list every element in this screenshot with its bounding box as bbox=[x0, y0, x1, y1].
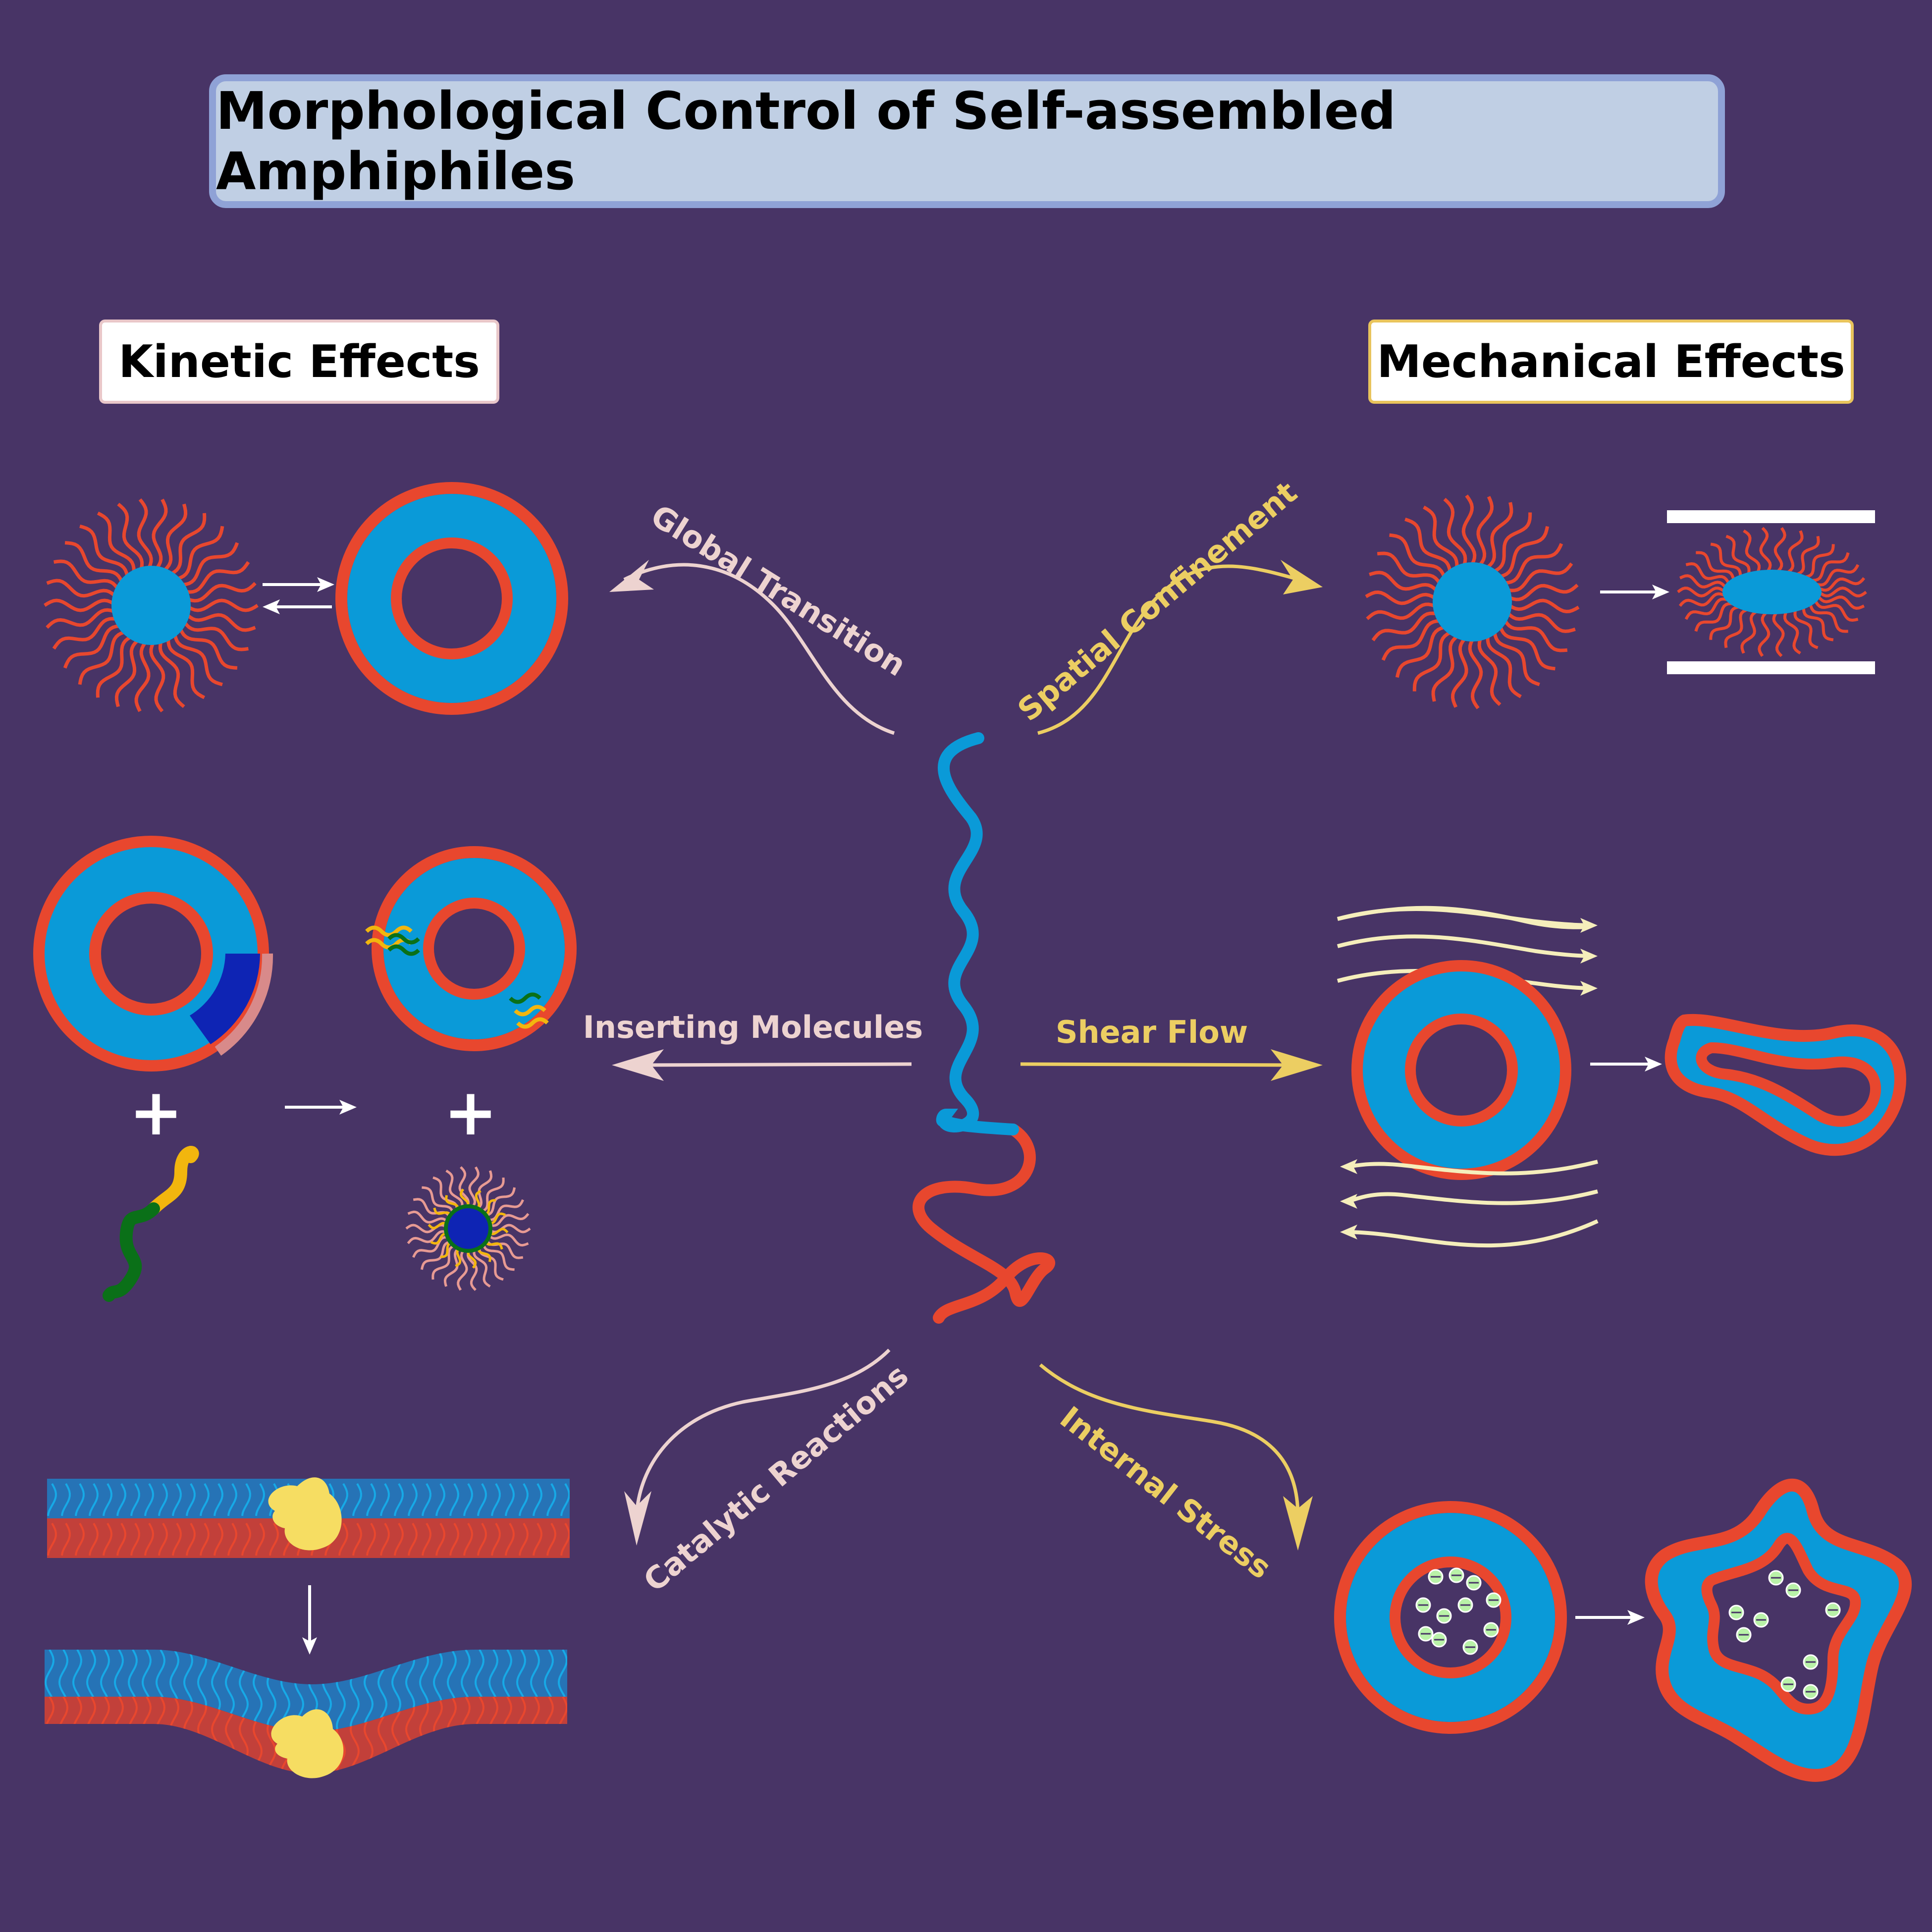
flow-lines-bottom bbox=[1347, 1160, 1599, 1248]
central-amphiphile bbox=[912, 732, 1055, 1324]
internal-stress-label: Internal Stress bbox=[1053, 1399, 1278, 1586]
kinetic-effects-heading: Kinetic Effects bbox=[99, 320, 499, 404]
plus-sign-left: + bbox=[129, 1074, 183, 1150]
inserted-molecule bbox=[103, 1146, 199, 1302]
catalyst-particle-bent bbox=[271, 1709, 344, 1778]
process-arrow-confinement bbox=[1600, 585, 1669, 599]
diagram-title: Morphological Control of Self-assembled … bbox=[209, 74, 1725, 208]
shear-flow-arrow bbox=[1020, 1049, 1323, 1081]
spatial-confinement-label: Spatial Confinement bbox=[1011, 474, 1304, 728]
process-arrow-catalytic bbox=[302, 1585, 317, 1655]
micelle-mechanical bbox=[1365, 494, 1580, 709]
vesicle-with-inserted-molecules bbox=[365, 846, 577, 1051]
process-arrow-shear bbox=[1590, 1057, 1662, 1072]
catalytic-reactions-arrow bbox=[624, 1348, 891, 1546]
deformed-vesicle-shear bbox=[1664, 1014, 1906, 1156]
confined-micelle bbox=[1667, 510, 1875, 674]
catalyst-particle bbox=[268, 1477, 342, 1551]
vesicle-kinetic bbox=[335, 482, 568, 715]
flat-bilayer bbox=[47, 1477, 570, 1558]
vesicle-with-domain bbox=[33, 836, 273, 1072]
flow-arrowheads-top bbox=[1580, 918, 1598, 996]
micelle-kinetic bbox=[44, 498, 259, 712]
plus-sign-right: + bbox=[444, 1074, 498, 1150]
spatial-confinement-arrow bbox=[1037, 560, 1323, 735]
global-transition-arrow bbox=[609, 560, 895, 735]
vesicle-shear bbox=[1351, 960, 1571, 1180]
inserting-molecules-arrow bbox=[612, 1049, 912, 1081]
flow-arrowheads-bottom bbox=[1340, 1159, 1357, 1239]
amphiphile-hydrophilic-head bbox=[912, 1124, 1055, 1324]
global-transition-label: Global Transition bbox=[644, 497, 912, 683]
process-arrow-inserting bbox=[285, 1100, 357, 1115]
internal-stress-arrow bbox=[1039, 1363, 1313, 1551]
process-arrow-stress bbox=[1575, 1610, 1645, 1625]
bent-bilayer bbox=[45, 1650, 567, 1778]
deformed-vesicle-stress bbox=[1645, 1478, 1912, 1782]
equilibrium-arrows bbox=[263, 577, 334, 614]
mixed-micelle bbox=[405, 1166, 531, 1291]
vesicle-with-cargo bbox=[1334, 1501, 1567, 1734]
inserting-molecules-label: Inserting Molecules bbox=[583, 1009, 923, 1045]
shear-flow-label: Shear Flow bbox=[1056, 1014, 1248, 1050]
mechanical-effects-heading: Mechanical Effects bbox=[1368, 320, 1854, 404]
catalytic-reactions-label: Catalytic Reactions bbox=[637, 1357, 915, 1599]
